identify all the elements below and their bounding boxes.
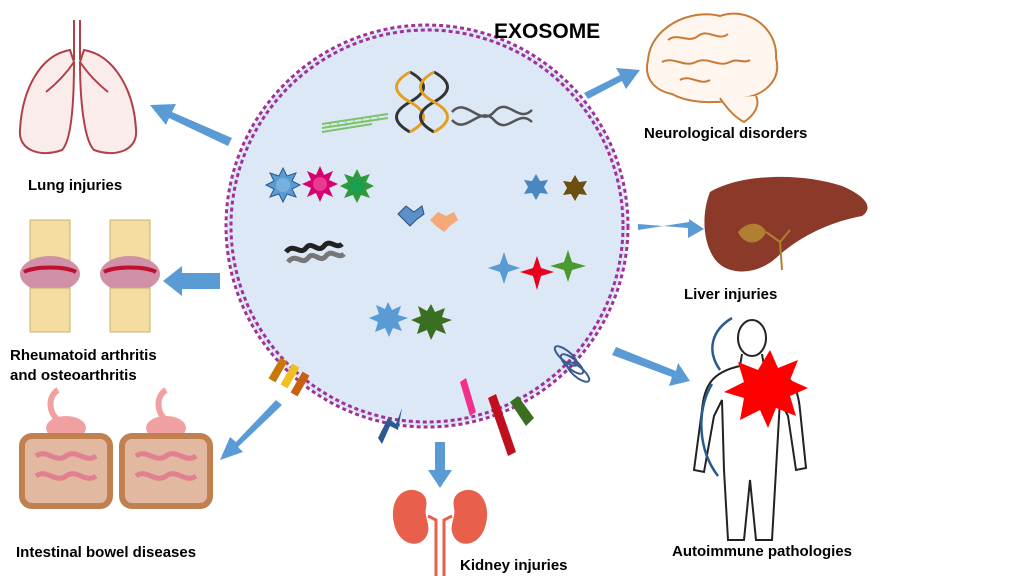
membrane-protein-green-icon	[510, 396, 534, 426]
exosome-vesicle	[224, 23, 630, 429]
arrow-to-kidney	[428, 442, 452, 488]
green-receptor-icon	[340, 169, 374, 203]
arrow-to-brain	[584, 68, 640, 99]
blue-enzyme-icon	[397, 205, 425, 227]
blue-receptor-icon	[264, 166, 302, 204]
liver-icon	[704, 176, 868, 272]
joints-icon	[20, 219, 160, 333]
label-arthritis-line1: Rheumatoid arthritis	[10, 347, 157, 364]
kidneys-icon	[392, 489, 488, 576]
red-burst-icon	[724, 350, 808, 428]
arrow-to-intestine	[220, 400, 282, 460]
label-arthritis-line2: and osteoarthritis	[10, 367, 137, 384]
arrow-to-liver	[638, 219, 704, 238]
blue-hexagram-icon	[524, 174, 548, 200]
lungs-icon	[18, 20, 138, 155]
brown-hexagram-icon	[563, 175, 587, 201]
arrow-to-joints	[163, 266, 220, 296]
membrane-protein-coil-icon	[553, 345, 591, 383]
brain-icon	[646, 12, 779, 124]
dna-double-helix-icon	[395, 70, 449, 134]
arrow-to-autoimmune	[612, 347, 690, 386]
intestines-icon	[19, 387, 213, 509]
membrane-protein-orange-icon	[268, 357, 310, 397]
label-intestinal-bowel-diseases: Intestinal bowel diseases	[16, 544, 197, 561]
label-lung-injuries: Lung injuries	[28, 177, 123, 194]
exosome-title: EXOSOME	[494, 20, 601, 43]
dna-wave-icon	[451, 105, 533, 127]
label-autoimmune-pathologies: Autoimmune pathologies	[672, 543, 852, 560]
label-neurological-disorders: Neurological disorders	[644, 125, 808, 142]
membrane-protein-blue-icon	[378, 408, 402, 444]
protein-coil-icon	[284, 240, 346, 264]
membrane-protein-pink-icon	[460, 378, 476, 416]
label-liver-injuries: Liver injuries	[684, 286, 778, 303]
rna-strands-icon	[321, 113, 389, 133]
magenta-receptor-icon	[302, 166, 338, 202]
membrane-protein-red-icon	[488, 394, 516, 456]
arrow-to-lung	[150, 104, 232, 146]
orange-enzyme-icon	[430, 212, 458, 232]
burst-proteins-icon	[369, 302, 452, 340]
four-point-stars-icon	[488, 250, 586, 290]
label-kidney-injuries: Kidney injuries	[460, 557, 568, 574]
human-body-icon	[692, 316, 808, 541]
